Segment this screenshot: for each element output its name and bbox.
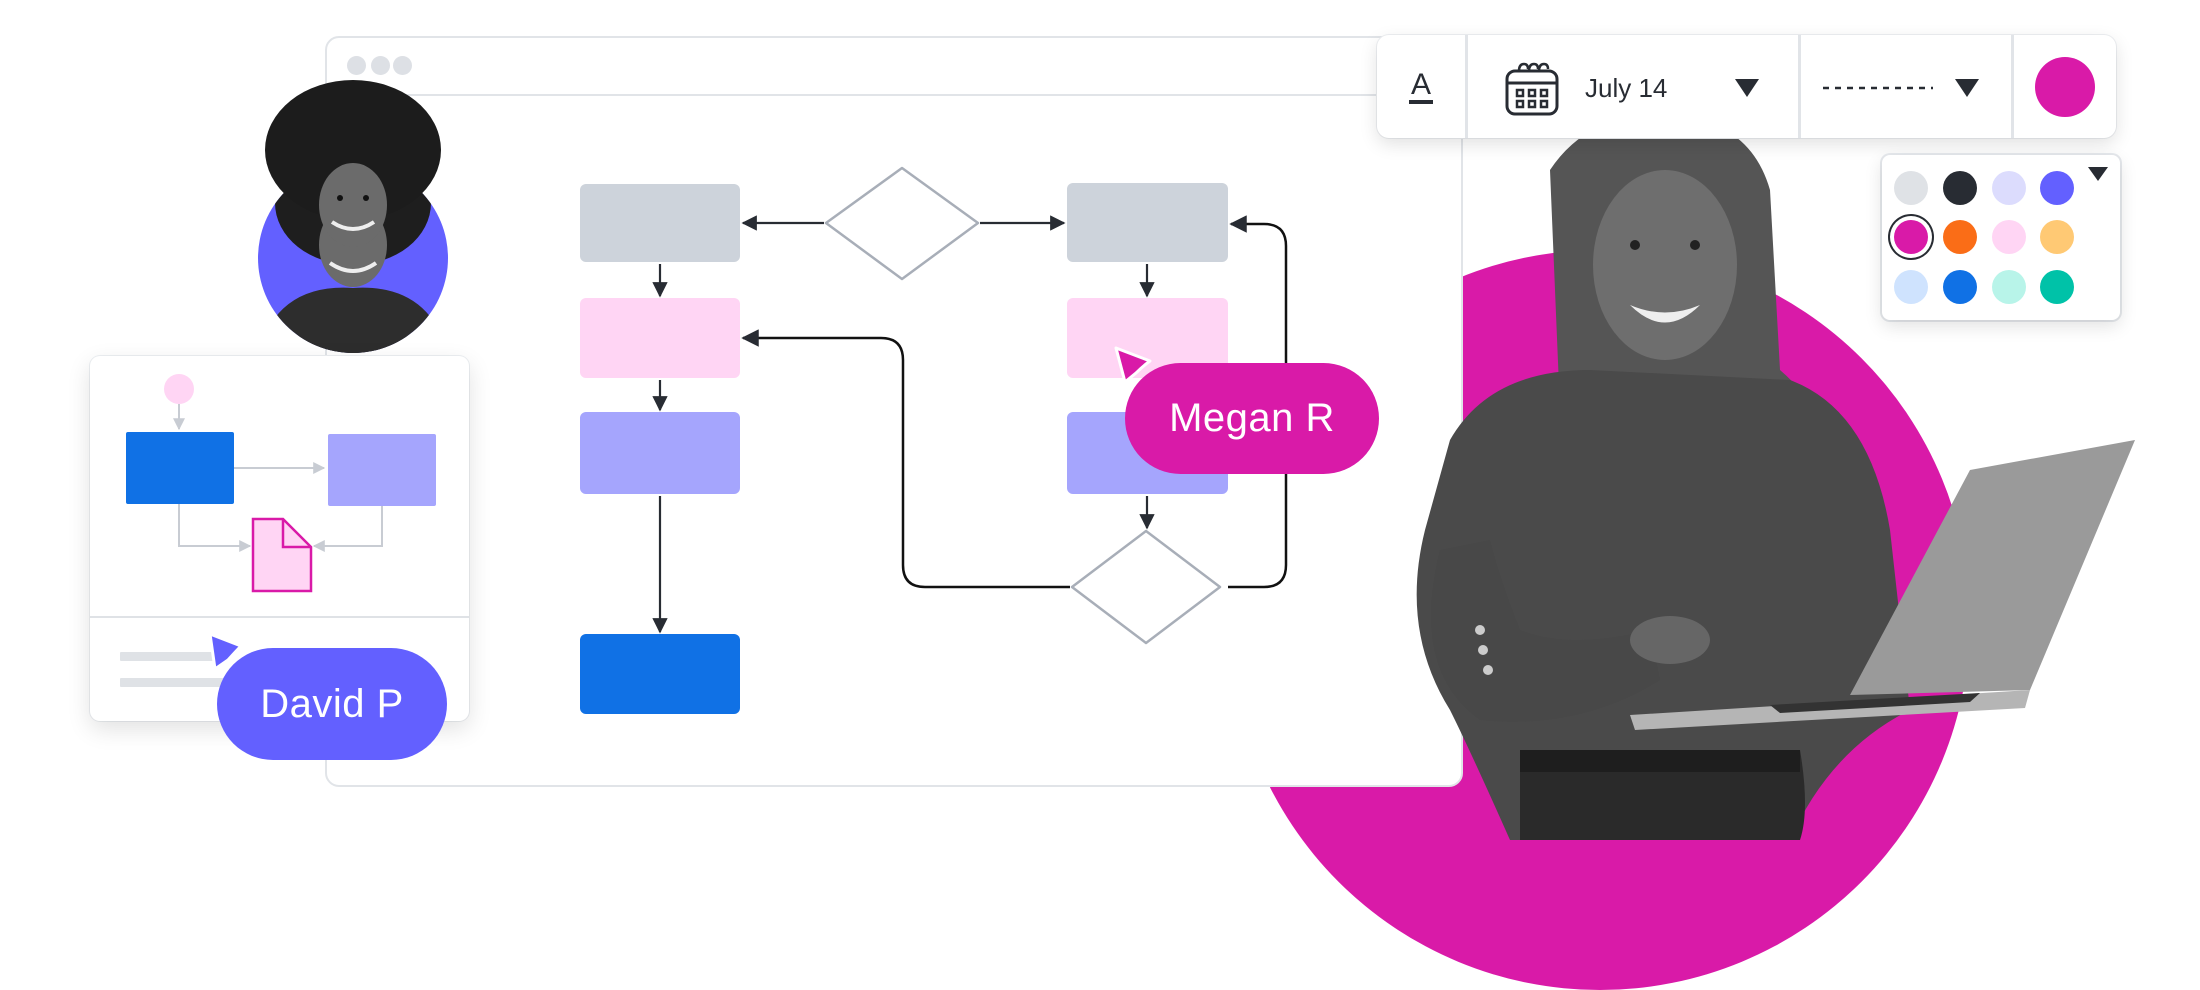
color-swatch[interactable] (1992, 220, 2026, 254)
flowchart-decision-node-bottom[interactable] (1070, 529, 1222, 645)
mini-start-node[interactable] (164, 374, 194, 404)
toolbar-divider (2011, 35, 2014, 138)
mini-document-node[interactable] (251, 517, 313, 593)
toolbar-divider (1798, 35, 1801, 138)
color-swatch[interactable] (1894, 270, 1928, 304)
toolbar-divider (1465, 35, 1468, 138)
chevron-down-icon (1735, 79, 1759, 97)
calendar-icon (1505, 62, 1559, 116)
color-palette-popover (1882, 155, 2120, 320)
window-title-bar (327, 38, 1461, 96)
selected-color-swatch (2035, 56, 2095, 117)
chevron-down-icon (1955, 79, 1979, 97)
flowchart-process-node-gray-right[interactable] (1067, 183, 1228, 262)
mini-box-blue[interactable] (126, 432, 234, 504)
collaborator-label-david: David P (217, 648, 447, 760)
person-with-laptop-photo (1416, 114, 2135, 840)
formatting-toolbar: A July 14 (1377, 35, 2116, 138)
flowchart-process-node-gray-left[interactable] (580, 184, 740, 262)
text-style-button[interactable]: A (1377, 35, 1465, 138)
date-value: July 14 (1585, 73, 1668, 103)
color-swatch[interactable] (1943, 171, 1977, 205)
color-swatch[interactable] (1894, 171, 1928, 205)
line-style-dropdown[interactable] (1801, 35, 2011, 138)
flowchart-decision-node-top[interactable] (824, 166, 980, 281)
mini-connector (178, 504, 252, 552)
color-swatch[interactable] (2040, 270, 2074, 304)
chevron-down-icon[interactable] (2088, 167, 2108, 181)
color-swatch[interactable] (1943, 270, 1977, 304)
color-swatch[interactable] (1894, 220, 1928, 254)
flowchart-process-node-pink-left[interactable] (580, 298, 740, 378)
card-divider (90, 616, 469, 618)
window-dot-icon[interactable] (347, 56, 366, 75)
text-underline-icon: A (1408, 69, 1433, 104)
window-dot-icon[interactable] (393, 56, 412, 75)
mini-box-lavender[interactable] (328, 434, 436, 506)
text-placeholder-line (120, 678, 230, 687)
mini-diagram (126, 374, 436, 593)
dashed-line-icon (1823, 86, 1933, 90)
flowchart-process-node-blue[interactable] (580, 634, 740, 714)
mini-connector (312, 506, 383, 552)
color-picker-button[interactable] (2014, 35, 2116, 138)
connector-loop-left (741, 329, 1070, 589)
text-placeholder-line (120, 652, 220, 661)
color-swatch[interactable] (2040, 220, 2074, 254)
david-cursor-icon (208, 632, 243, 671)
color-swatch[interactable] (1943, 220, 1977, 254)
color-swatch[interactable] (1992, 270, 2026, 304)
flowchart-process-node-lavender-left[interactable] (580, 412, 740, 494)
color-swatch[interactable] (2040, 171, 2074, 205)
megan-cursor-icon (1114, 346, 1152, 384)
date-picker-dropdown[interactable]: July 14 (1468, 35, 1798, 138)
color-swatch[interactable] (1992, 171, 2026, 205)
collaborator-label-megan: Megan R (1125, 363, 1379, 474)
window-dot-icon[interactable] (371, 56, 390, 75)
